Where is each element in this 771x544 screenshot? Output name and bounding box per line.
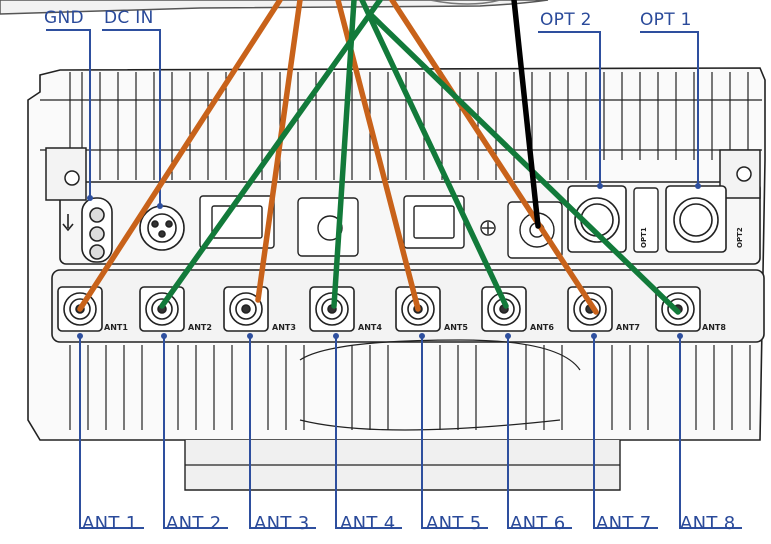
ant1-leader	[79, 336, 144, 529]
green-cable-ant2	[159, 0, 383, 309]
plate-openings	[199, 195, 563, 259]
ant6-port	[481, 286, 527, 332]
ant3-label: ANT 3	[254, 513, 310, 534]
dc-in-connector	[139, 205, 185, 251]
ant3-port-label: ANT3	[272, 323, 296, 332]
ant6-label: ANT 6	[510, 513, 566, 534]
gnd-leader	[46, 29, 91, 198]
ant3-leader	[249, 336, 316, 529]
ant6-port-label: ANT6	[530, 323, 554, 332]
enclosure-body	[27, 67, 766, 491]
ant7-port	[567, 286, 613, 332]
ant5-port-label: ANT5	[444, 323, 468, 332]
orange-cable-ant3	[255, 0, 303, 303]
opt1-connector	[665, 185, 727, 253]
top-heatsink-fins	[69, 72, 749, 180]
gnd-terminal	[62, 197, 113, 263]
dc-in-label: DC IN	[104, 8, 154, 28]
ant4-port	[309, 286, 355, 332]
ant7-label: ANT 7	[596, 513, 652, 534]
leader-dots	[77, 183, 701, 339]
ant4-label: ANT 4	[340, 513, 396, 534]
orange-cable-ant7	[389, 0, 599, 315]
opt2-connector	[567, 185, 627, 253]
ant2-label: ANT 2	[166, 513, 222, 534]
opt2-label: OPT 2	[540, 10, 592, 30]
top-housing-edge	[429, 0, 501, 5]
ant5-label: ANT 5	[426, 513, 482, 534]
side-brackets	[45, 147, 761, 201]
ant1-port-label: ANT1	[104, 323, 128, 332]
ant1-label: ANT 1	[82, 513, 138, 534]
opt2-body-label: OPT2	[736, 227, 744, 248]
leader-lines	[46, 29, 742, 529]
ant8-label: ANT 8	[680, 513, 736, 534]
orange-cable-ant1	[77, 0, 283, 312]
ant8-port-label: ANT8	[702, 323, 726, 332]
green-cable-ant4	[331, 0, 357, 309]
opt-divider-block	[633, 187, 659, 253]
ant7-port-label: ANT7	[616, 323, 640, 332]
green-cable-ant6	[359, 0, 509, 309]
dc-in-leader	[102, 29, 161, 206]
ant4-port-label: ANT4	[358, 323, 382, 332]
green-cable-ant8	[367, 11, 681, 315]
ant4-leader	[335, 336, 402, 529]
ant2-port	[139, 286, 185, 332]
ant5-leader	[421, 336, 488, 529]
ant8-leader	[679, 336, 742, 529]
gnd-label: GND	[44, 8, 84, 28]
opt1-label: OPT 1	[640, 10, 692, 30]
opt1-leader	[640, 31, 699, 186]
cables	[77, 0, 681, 315]
opt2-leader	[538, 31, 601, 186]
bottom-heatsink-fins	[69, 345, 751, 430]
ant6-leader	[507, 336, 572, 529]
ant2-port-label: ANT2	[188, 323, 212, 332]
black-cable	[511, 0, 541, 229]
ant2-leader	[163, 336, 228, 529]
opt1-body-label: OPT1	[640, 227, 648, 248]
ant7-leader	[593, 336, 658, 529]
